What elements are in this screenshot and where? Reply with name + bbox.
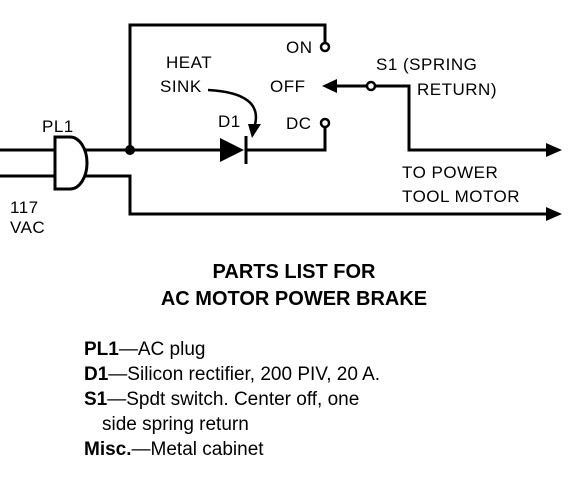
- label-d1: D1: [218, 112, 241, 131]
- label-vac: VAC: [10, 218, 45, 237]
- part-desc-continuation: side spring return: [102, 414, 249, 435]
- motor-hot-wire: [407, 84, 550, 152]
- parts-list-item: S1—Spdt switch. Center off, one side spri…: [84, 387, 574, 437]
- label-on: ON: [286, 38, 313, 57]
- switch-off-arrow: [322, 79, 337, 93]
- plug-pl1-symbol: [53, 135, 89, 191]
- label-pl1: PL1: [42, 117, 74, 136]
- on-loop-wire: [128, 23, 327, 152]
- label-sink: SINK: [160, 77, 202, 96]
- parts-title-line1: PARTS LIST FOR: [212, 261, 376, 283]
- part-desc: —AC plug: [118, 339, 206, 360]
- switch-contact-on: [319, 41, 331, 53]
- label-to-power: TO POWER: [402, 163, 498, 182]
- dc-return-wire: [245, 125, 327, 152]
- parts-list-item: D1—Silicon rectifier, 200 PIV, 20 A.: [84, 362, 574, 387]
- part-ref: D1: [84, 364, 109, 385]
- switch-contact-dc: [319, 117, 331, 129]
- part-ref: PL1: [84, 339, 119, 360]
- label-heat: HEAT: [166, 53, 212, 72]
- label-tool-motor: TOOL MOTOR: [402, 187, 520, 206]
- switch-common-contact: [365, 80, 377, 92]
- wiring: [0, 23, 550, 216]
- junction-dot: [125, 145, 135, 155]
- part-desc: —Spdt switch. Center off, one: [107, 389, 360, 410]
- neutral-wire-right: [78, 174, 550, 216]
- schematic-diagram: PL1 117 VAC HEAT SINK D1 ON OFF DC S1 (S…: [0, 23, 562, 237]
- parts-title-line2: AC MOTOR POWER BRAKE: [160, 288, 428, 310]
- heat-sink-arrow: [207, 88, 261, 138]
- diode-d1-symbol: [220, 136, 248, 164]
- part-ref: S1: [84, 389, 108, 410]
- parts-list-item: Misc.—Metal cabinet: [84, 437, 574, 462]
- label-off: OFF: [270, 77, 306, 96]
- parts-list-item: PL1—AC plug: [84, 337, 574, 362]
- parts-list-heading: PARTS LIST FOR AC MOTOR POWER BRAKE: [0, 259, 588, 313]
- parts-list: PL1—AC plug D1—Silicon rectifier, 200 PI…: [84, 337, 574, 462]
- output-arrow-bottom: [546, 207, 562, 221]
- label-117: 117: [10, 198, 39, 217]
- label-s1: S1 (SPRING: [376, 55, 477, 74]
- part-desc: —Silicon rectifier, 200 PIV, 20 A.: [108, 364, 381, 385]
- part-desc: —Metal cabinet: [131, 439, 264, 460]
- label-dc: DC: [286, 114, 312, 133]
- label-spring-return: RETURN): [417, 80, 497, 99]
- output-arrow-top: [546, 143, 562, 157]
- part-ref: Misc.: [84, 439, 132, 460]
